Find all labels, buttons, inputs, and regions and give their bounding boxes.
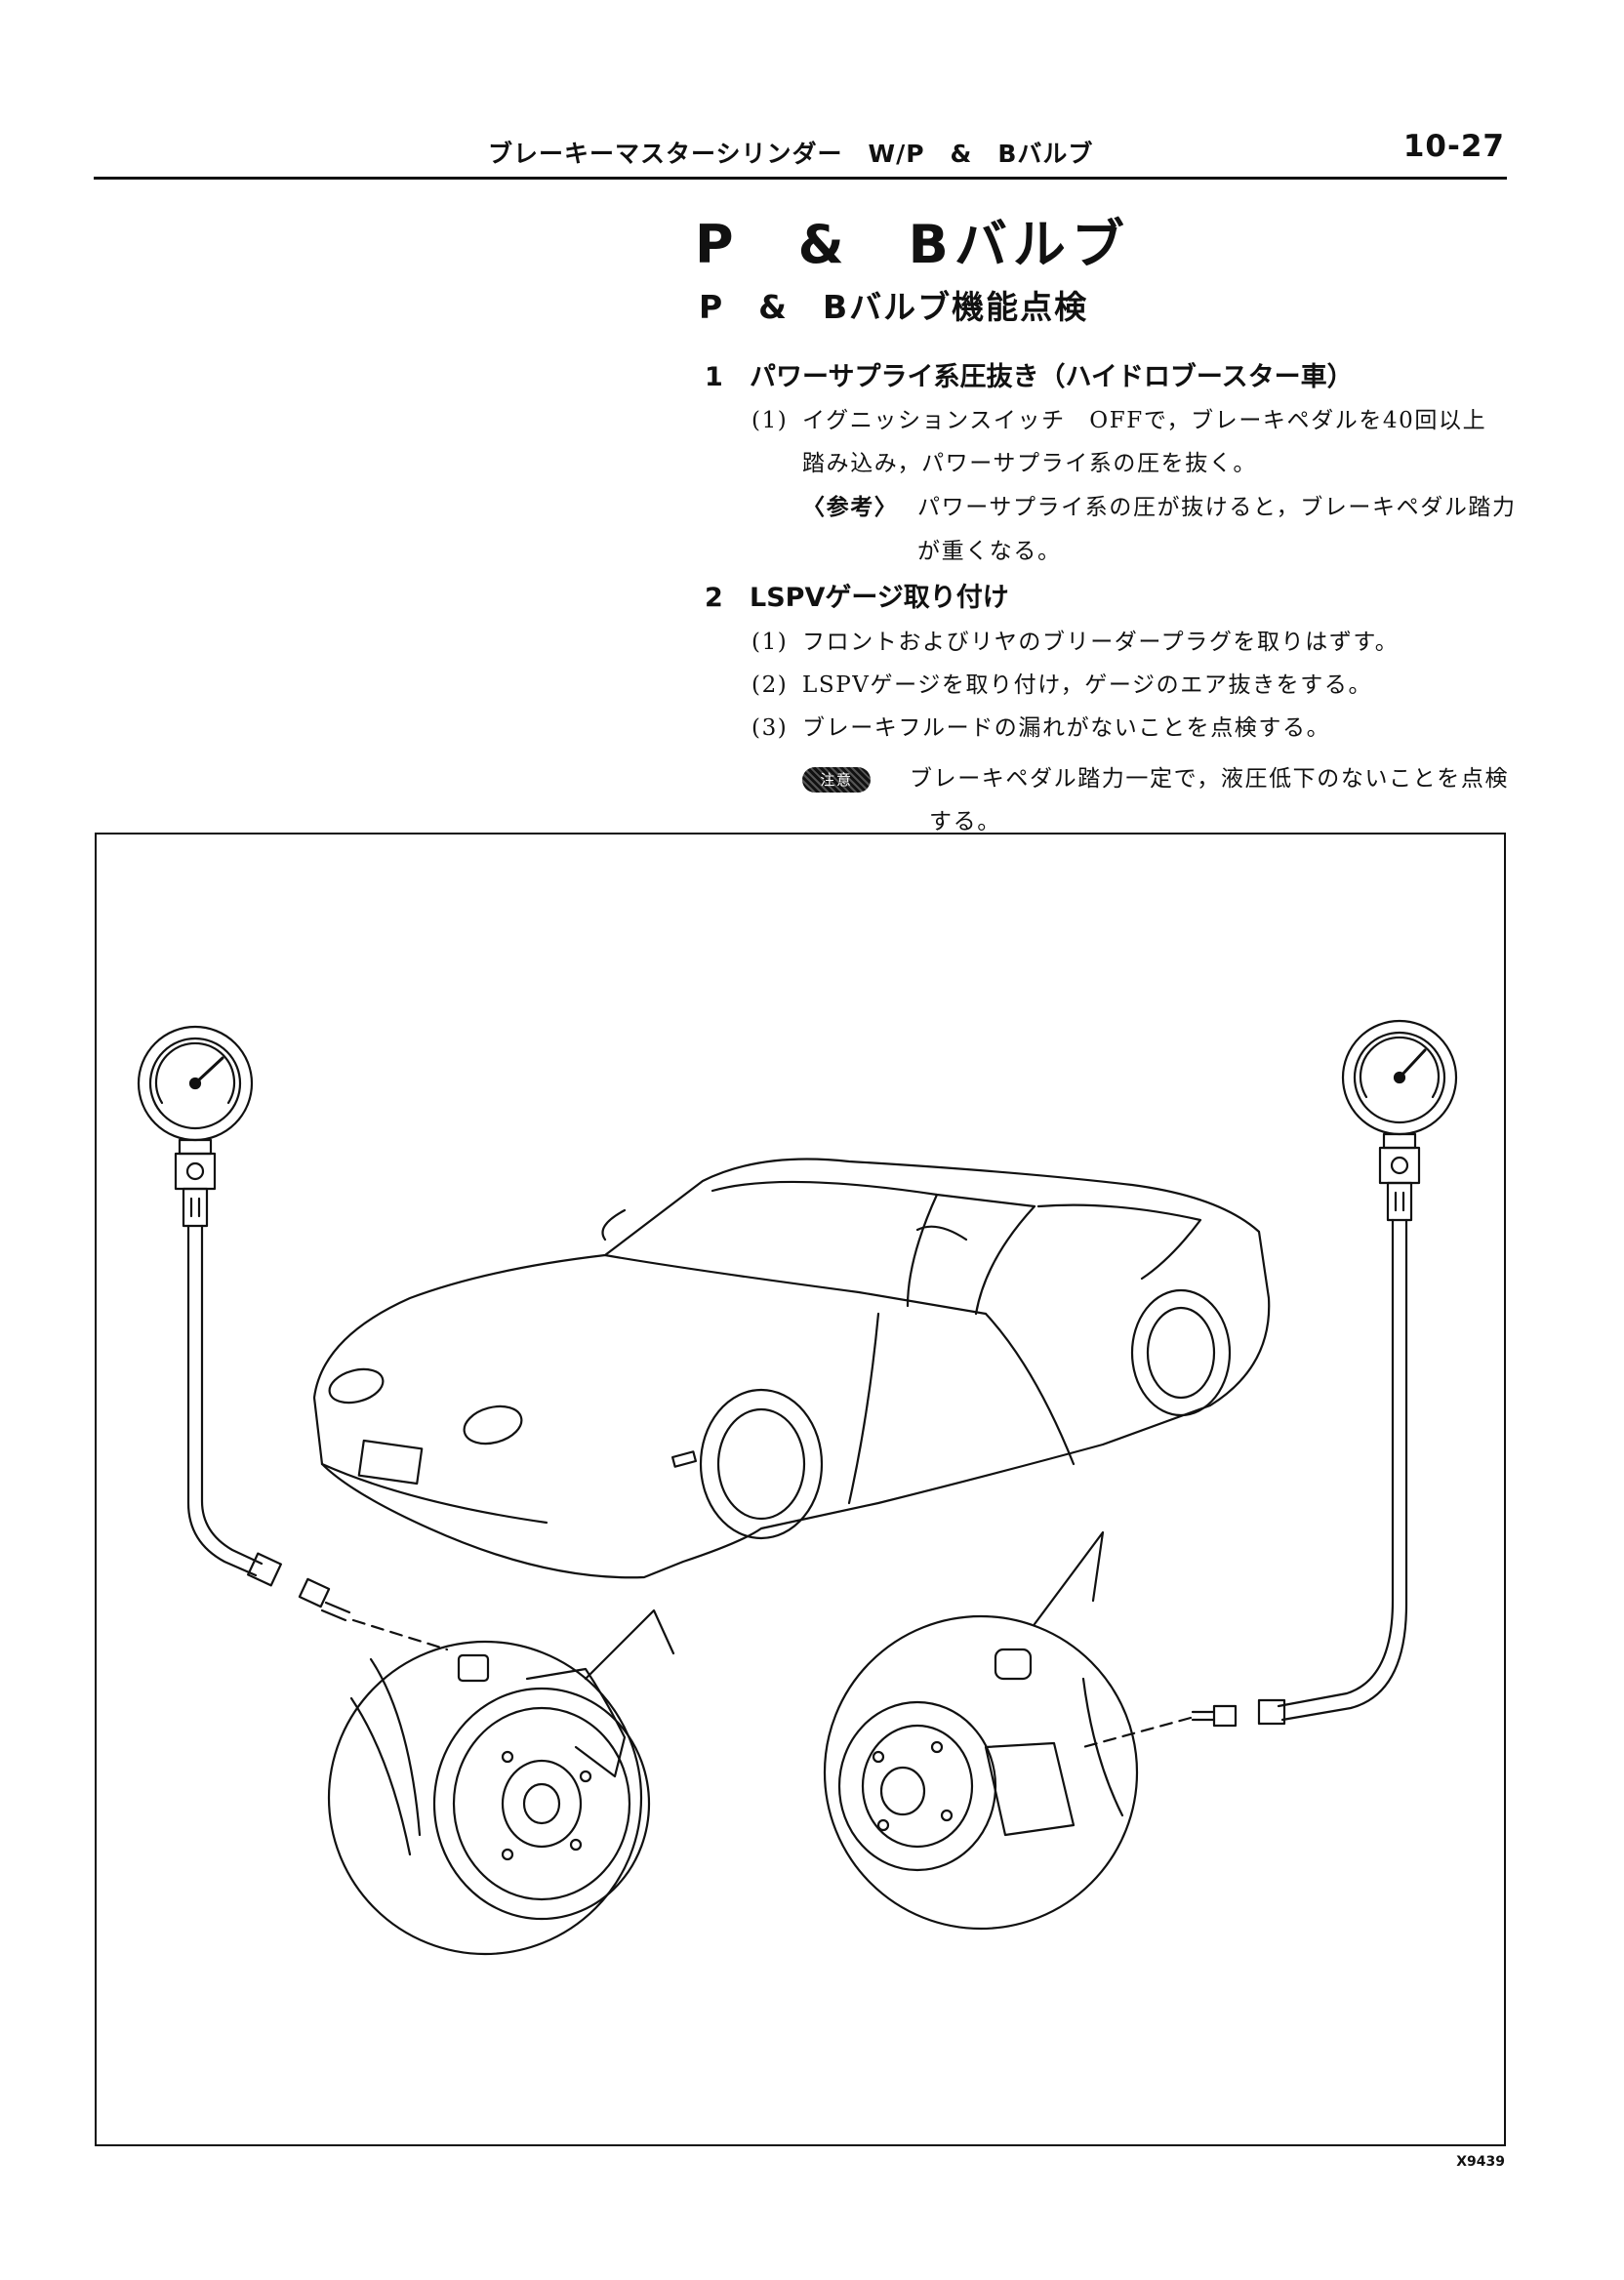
step-1-item-1-cont: 踏み込み，パワーサプライ系の圧を抜く。 xyxy=(802,451,1258,476)
step-number: 1 xyxy=(705,362,723,392)
pressure-gauge-icon xyxy=(1341,1019,1458,1222)
header-rule xyxy=(94,177,1507,180)
step-number: 2 xyxy=(705,583,723,613)
step-2-item-3: (3) ブレーキフルードの漏れがないことを点検する。 xyxy=(751,709,1330,742)
step-2-caution-cont: する。 xyxy=(929,809,1001,835)
item-marker: (1) xyxy=(751,408,789,433)
step-1-item-1: (1) イグニッションスイッチ OFFで，ブレーキペダルを40回以上 xyxy=(751,401,1486,434)
figure-frame xyxy=(95,833,1506,2146)
step-1-note-cont: が重くなる。 xyxy=(917,539,1062,564)
step-2-caution: 注意 ブレーキペダル踏力一定で，液圧低下のないことを点検 xyxy=(802,759,1509,793)
note-label: 〈参考〉 xyxy=(802,494,899,520)
step-title: パワーサプライ系圧抜き（ハイドロブースター車） xyxy=(750,362,1354,392)
bleeder-plug-icon xyxy=(247,1552,351,1622)
section-title: P & Bバルブ xyxy=(695,214,1130,275)
caution-text-line: ブレーキペダル踏力一定で，液圧低下のないことを点検 xyxy=(910,766,1510,792)
step-2-item-2: (2) LSPVゲージを取り付け，ゲージのエア抜きをする。 xyxy=(751,666,1372,699)
step-2-item-1: (1) フロントおよびリヤのブリーダープラグを取りはずす。 xyxy=(751,623,1399,656)
item-text-line: イグニッションスイッチ OFFで，ブレーキペダルを40回以上 xyxy=(802,408,1487,433)
item-marker: (3) xyxy=(751,715,789,741)
figure-id-label: X9439 xyxy=(1456,2154,1505,2170)
note-text-line: パワーサプライ系の圧が抜けると，ブレーキペダル踏力 xyxy=(917,495,1517,520)
left-hose xyxy=(186,1224,264,1577)
running-header-title: ブレーキーマスターシリンダー W/P & Bバルブ xyxy=(488,140,1094,168)
item-text-line: ブレーキフルードの漏れがないことを点検する。 xyxy=(802,715,1331,741)
item-text-line: フロントおよびリヤのブリーダープラグを取りはずす。 xyxy=(802,630,1400,655)
brake-disc-icon xyxy=(327,1608,675,1956)
bleeder-plug-icon xyxy=(1191,1698,1286,1728)
caution-badge: 注意 xyxy=(802,767,871,793)
item-marker: (1) xyxy=(751,630,789,655)
step-1-note: 〈参考〉パワーサプライ系の圧が抜けると，ブレーキペダル踏力 xyxy=(802,488,1517,521)
step-1-heading: 1 パワーサプライ系圧抜き（ハイドロブースター車） xyxy=(705,355,1354,393)
pressure-gauge-icon xyxy=(137,1025,254,1228)
brake-disc-icon xyxy=(823,1530,1139,1931)
step-title: LSPVゲージ取り付け xyxy=(750,583,1009,613)
item-text-line: LSPVゲージを取り付け，ゲージのエア抜きをする。 xyxy=(802,672,1373,698)
item-marker: (2) xyxy=(751,672,789,698)
car-icon xyxy=(312,1158,1271,1579)
subsection-title: P & Bバルブ機能点検 xyxy=(699,288,1089,326)
page-number: 10-27 xyxy=(1402,129,1505,164)
step-2-heading: 2 LSPVゲージ取り付け xyxy=(705,576,1009,614)
right-hose xyxy=(1277,1218,1408,1722)
